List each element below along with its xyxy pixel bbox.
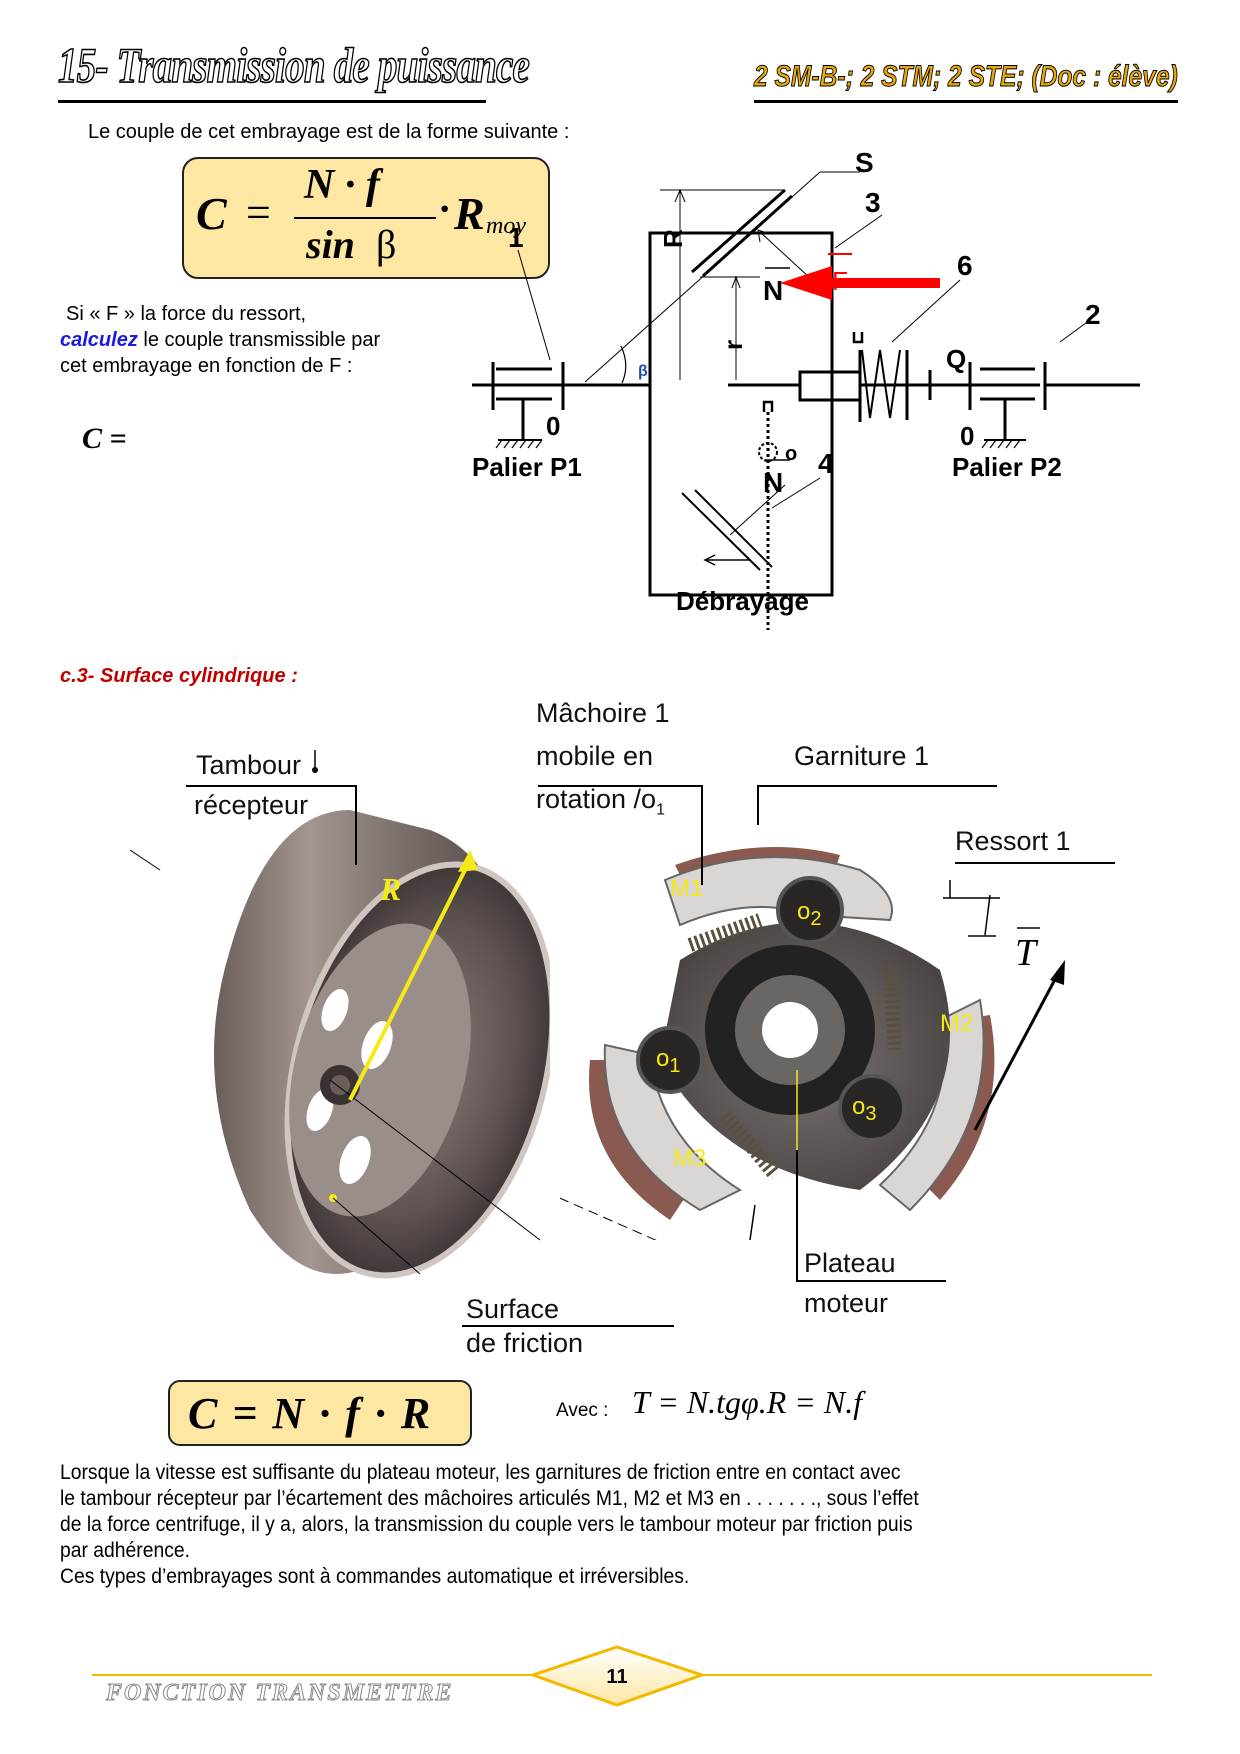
calculez-emphasis: calculez [60,329,138,351]
formula-R: R [454,188,485,239]
title-underline [58,100,486,103]
question-line-2: calculez le couple transmissible par [60,328,380,352]
avec-label: Avec : [556,1400,609,1421]
fraction-bar [294,217,436,219]
drum-photo: R [130,750,550,1279]
formula-subscript: moy [486,213,526,239]
label-S: S [855,150,874,178]
sliding-sleeve [798,370,862,402]
T-label: T [1015,932,1039,974]
formula-beta: β [376,222,397,267]
formula-lhs: C [196,188,227,239]
tambour-underline [186,785,356,787]
page-number: 11 [606,1666,627,1688]
label-F: F [832,266,848,296]
ressort-underline [955,862,1115,864]
paragraph-line-1: Lorsque la vitesse est suffisante du pla… [60,1461,901,1484]
label-moteur: moteur [804,1288,889,1318]
formula-sin: sin [306,222,355,267]
formula-equals: = [246,188,271,237]
paragraph-line-2: le tambour récepteur par l’écartement de… [60,1487,919,1510]
label-M1: M1 [670,875,704,902]
label-o: o [785,443,797,465]
garniture-underline [757,785,997,787]
page-title: 15- Transmission de puissance [57,37,530,93]
label-M2: M2 [940,1010,974,1037]
label-garniture: Garniture 1 [794,741,930,771]
label-6: 6 [957,250,973,281]
label-o2: o2 [797,898,822,930]
label-o3: o3 [852,1093,877,1125]
surface-underline [462,1325,674,1327]
section-heading-cylindrical: c.3- Surface cylindrique : [60,665,298,687]
avec-formula: T = N.tgφ.R = N.f [632,1384,863,1420]
label-tambour: Tambour [196,750,302,780]
label-r: r [718,340,748,350]
label-mobile-en: mobile en [536,741,654,771]
label-N-bottom: N [763,467,783,498]
garniture-leader [757,785,759,825]
label-plateau: Plateau [804,1248,896,1278]
label-ressort: Ressort 1 [955,826,1071,856]
formula-numerator: N · f [304,162,380,208]
paragraph-line-4: par adhérence. [60,1539,190,1562]
label-0-right: 0 [960,421,974,451]
label-2: 2 [1085,299,1101,330]
label-Q: Q [946,344,966,374]
label-3: 3 [865,187,881,218]
label-recepteur: récepteur [194,790,309,820]
plateau-underline [796,1280,946,1282]
label-surface: Surface [466,1294,560,1324]
label-de-friction: de friction [466,1328,584,1358]
paragraph-line-3: de la force centrifuge, il y a, alors, l… [60,1513,913,1536]
force-arrow-red [780,266,940,300]
label-1: 1 [508,222,524,253]
label-0-left: 0 [546,411,560,441]
label-beta: β [638,363,648,380]
label-N-top: N [763,275,783,306]
label-machoire: Mâchoire 1 [536,698,670,728]
spring-6 [861,349,901,419]
label-4: 4 [818,448,834,479]
paragraph-line-5: Ces types d’embrayages sont à commandes … [60,1565,690,1588]
question-line-3: cet embrayage en fonction de F : [60,355,353,377]
tambour-leader [355,785,357,865]
label-rotation: rotation /o1 [536,784,665,819]
label-R: R [658,229,688,248]
question-line-2-rest: le couple transmissible par [137,329,381,351]
cone-torque-formula: C = N · f sin β · R moy [182,157,550,279]
page-number-diamond: 11 [530,1645,705,1707]
label-o1: o1 [656,1045,681,1077]
label-debrayage: Débrayage [676,586,809,616]
ressort-leader [984,894,991,936]
T-vector [973,969,1062,1131]
cylindrical-torque-formula: C = N · f · R [168,1380,472,1446]
R-arrow-yellow [348,859,472,1101]
label-palier-p2: Palier P2 [952,452,1062,482]
machoire-leader [701,785,703,885]
footer-line-left [92,1674,532,1676]
formula-cylindrical-text: C = N · f · R [188,1389,433,1438]
class-levels: 2 SM-B-; 2 STM; 2 STE; (Doc : élève) [754,60,1179,93]
machoire-underline [538,785,703,787]
footer-line-right [702,1674,1152,1676]
label-palier-p1: Palier P1 [472,452,582,482]
drum-R-label: R [379,871,401,907]
footer-brand: FONCTION TRANSMETTRE [105,1680,454,1707]
question-line-1: Si « F » la force du ressort, [66,303,307,325]
plateau-leader [796,1150,798,1280]
cone-housing [648,231,834,597]
label-M3: M3 [673,1145,707,1172]
intro-text: Le couple de cet embrayage est de la for… [88,121,570,143]
cone-clutch-diagram: S 3 1 6 2 F R r N N β Q 0 0 o 4 Palier P… [472,150,1140,630]
answer-prefix: C = [82,422,127,455]
class-levels-underline [754,100,1178,103]
centrifugal-clutch-photo: T [560,847,1065,1240]
formula-dot: · [438,186,452,231]
